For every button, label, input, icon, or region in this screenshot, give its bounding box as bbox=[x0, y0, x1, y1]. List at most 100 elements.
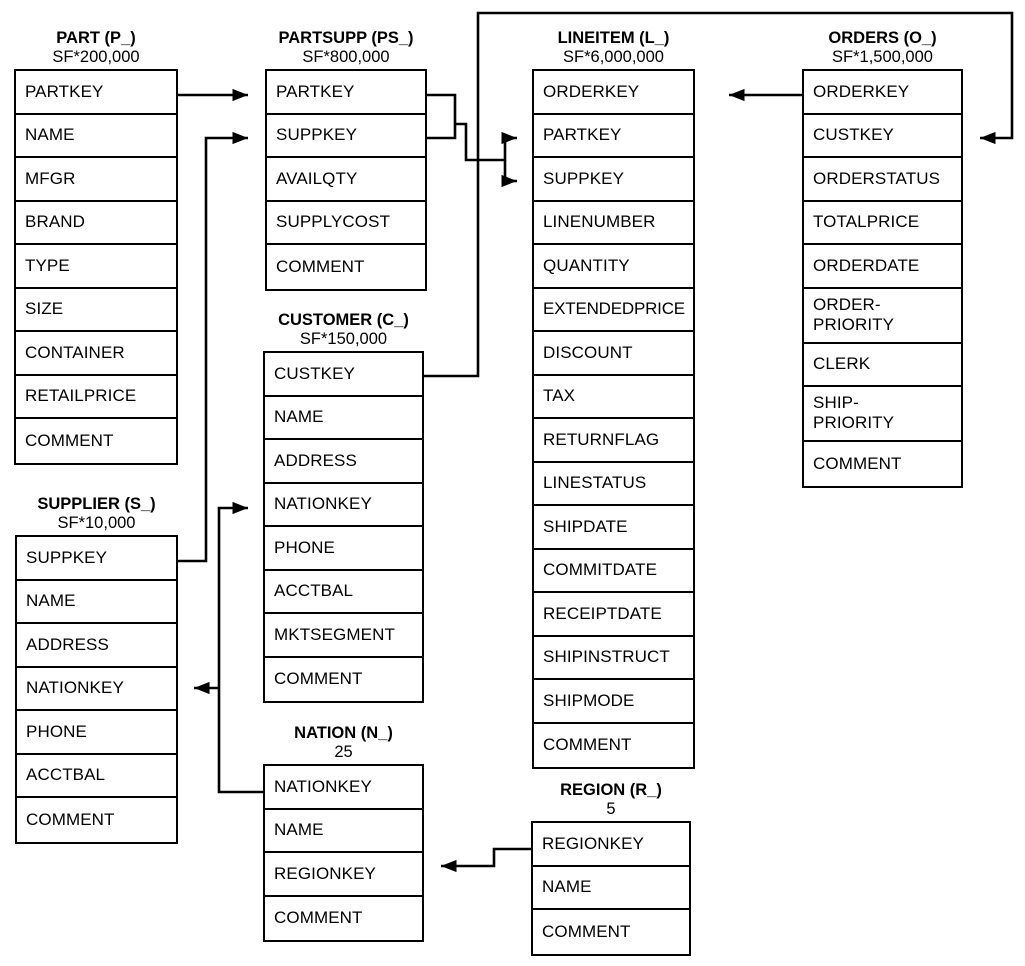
entity-nation-box: NATIONKEY NAME REGIONKEY COMMENT bbox=[263, 764, 424, 942]
wire-partsupp-trunk bbox=[455, 122, 517, 162]
field-orders-shippriority-line1: SHIP- bbox=[813, 393, 859, 412]
wire-partsupp-to-lineitem-suppkey bbox=[501, 160, 517, 188]
field-lineitem-suppkey[interactable]: SUPPKEY bbox=[534, 158, 693, 202]
field-supplier-comment[interactable]: COMMENT bbox=[17, 798, 176, 842]
entity-region-cardinality: 5 bbox=[606, 800, 616, 818]
field-customer-phone[interactable]: PHONE bbox=[265, 527, 422, 571]
field-lineitem-extendedprice[interactable]: EXTENDEDPRICE bbox=[534, 288, 693, 332]
field-orders-totalprice[interactable]: TOTALPRICE bbox=[804, 201, 961, 245]
wire-partsupp-partkey-stub bbox=[427, 93, 457, 124]
field-part-comment[interactable]: COMMENT bbox=[16, 419, 176, 463]
field-lineitem-discount[interactable]: DISCOUNT bbox=[534, 332, 693, 376]
field-part-type[interactable]: TYPE bbox=[16, 245, 176, 289]
field-lineitem-tax[interactable]: TAX bbox=[534, 375, 693, 419]
field-orders-orderpriority-line1: ORDER- bbox=[813, 294, 881, 314]
entity-nation: NATION (N_) 25 NATIONKEY NAME REGIONKEY … bbox=[263, 723, 424, 942]
field-lineitem-quantity[interactable]: QUANTITY bbox=[534, 245, 693, 289]
entity-customer-cardinality: SF*150,000 bbox=[299, 330, 388, 348]
field-customer-nationkey[interactable]: NATIONKEY bbox=[265, 483, 422, 527]
entity-orders: ORDERS (O_) SF*1,500,000 ORDERKEY CUSTKE… bbox=[802, 28, 963, 488]
field-orders-orderstatus[interactable]: ORDERSTATUS bbox=[804, 158, 961, 202]
field-lineitem-linestatus[interactable]: LINESTATUS bbox=[534, 462, 693, 506]
field-partsupp-suppkey[interactable]: SUPPKEY bbox=[267, 114, 425, 158]
field-lineitem-shipdate[interactable]: SHIPDATE bbox=[534, 506, 693, 550]
field-customer-comment[interactable]: COMMENT bbox=[265, 657, 422, 701]
field-orders-shippriority[interactable]: SHIP- PRIORITY bbox=[804, 387, 961, 442]
field-supplier-address[interactable]: ADDRESS bbox=[17, 624, 176, 668]
field-lineitem-shipmode[interactable]: SHIPMODE bbox=[534, 680, 693, 724]
field-customer-mktsegment[interactable]: MKTSEGMENT bbox=[265, 614, 422, 658]
field-lineitem-comment[interactable]: COMMENT bbox=[534, 723, 693, 767]
entity-part: PART (P_) SF*200,000 PARTKEY NAME MFGR B… bbox=[14, 28, 178, 465]
field-lineitem-shipinstruct[interactable]: SHIPINSTRUCT bbox=[534, 636, 693, 680]
entity-lineitem-box: ORDERKEY PARTKEY SUPPKEY LINENUMBER QUAN… bbox=[532, 69, 695, 769]
field-customer-address[interactable]: ADDRESS bbox=[265, 440, 422, 484]
entity-lineitem-cardinality: SF*6,000,000 bbox=[563, 48, 664, 66]
entity-region-box: REGIONKEY NAME COMMENT bbox=[531, 821, 691, 956]
field-lineitem-partkey[interactable]: PARTKEY bbox=[534, 114, 693, 158]
entity-customer: CUSTOMER (C_) SF*150,000 CUSTKEY NAME AD… bbox=[263, 310, 424, 703]
field-part-partkey[interactable]: PARTKEY bbox=[16, 71, 176, 115]
field-lineitem-commitdate[interactable]: COMMITDATE bbox=[534, 549, 693, 593]
field-nation-nationkey[interactable]: NATIONKEY bbox=[265, 766, 422, 810]
field-orders-orderpriority-line2: PRIORITY bbox=[813, 314, 895, 334]
field-orders-clerk[interactable]: CLERK bbox=[804, 343, 961, 387]
field-orders-shippriority-line2: PRIORITY bbox=[813, 413, 895, 432]
field-lineitem-returnflag[interactable]: RETURNFLAG bbox=[534, 419, 693, 463]
field-nation-regionkey[interactable]: REGIONKEY bbox=[265, 853, 422, 897]
entity-orders-cardinality: SF*1,500,000 bbox=[832, 48, 933, 66]
entity-part-cardinality: SF*200,000 bbox=[52, 48, 140, 66]
field-orders-orderpriority[interactable]: ORDER- PRIORITY bbox=[804, 288, 961, 344]
wire-region-to-nation bbox=[441, 847, 531, 873]
field-nation-name[interactable]: NAME bbox=[265, 809, 422, 853]
field-part-retailprice[interactable]: RETAILPRICE bbox=[16, 375, 176, 419]
field-orders-orderkey[interactable]: ORDERKEY bbox=[804, 71, 961, 115]
entity-supplier-box: SUPPKEY NAME ADDRESS NATIONKEY PHONE ACC… bbox=[15, 535, 178, 844]
field-partsupp-comment[interactable]: COMMENT bbox=[267, 245, 425, 289]
entity-partsupp: PARTSUPP (PS_) SF*800,000 PARTKEY SUPPKE… bbox=[265, 28, 427, 291]
entity-partsupp-cardinality: SF*800,000 bbox=[302, 48, 390, 66]
field-nation-comment[interactable]: COMMENT bbox=[265, 896, 422, 940]
field-supplier-acctbal[interactable]: ACCTBAL bbox=[17, 754, 176, 798]
field-part-brand[interactable]: BRAND bbox=[16, 201, 176, 245]
wire-supplier-to-partsupp bbox=[178, 131, 248, 563]
entity-part-title: PART (P_) bbox=[56, 29, 136, 47]
entity-lineitem-title: LINEITEM (L_) bbox=[557, 29, 670, 47]
entity-supplier-cardinality: SF*10,000 bbox=[57, 514, 136, 532]
entity-orders-title: ORDERS (O_) bbox=[828, 29, 937, 47]
field-orders-comment[interactable]: COMMENT bbox=[804, 442, 961, 486]
field-supplier-name[interactable]: NAME bbox=[17, 580, 176, 624]
field-customer-name[interactable]: NAME bbox=[265, 396, 422, 440]
entity-partsupp-title: PARTSUPP (PS_) bbox=[278, 29, 414, 47]
field-part-name[interactable]: NAME bbox=[16, 114, 176, 158]
field-lineitem-linenumber[interactable]: LINENUMBER bbox=[534, 201, 693, 245]
field-partsupp-supplycost[interactable]: SUPPLYCOST bbox=[267, 201, 425, 245]
field-lineitem-orderkey[interactable]: ORDERKEY bbox=[534, 71, 693, 115]
field-partsupp-availqty[interactable]: AVAILQTY bbox=[267, 158, 425, 202]
field-part-mfgr[interactable]: MFGR bbox=[16, 158, 176, 202]
field-customer-custkey[interactable]: CUSTKEY bbox=[265, 353, 422, 397]
field-part-size[interactable]: SIZE bbox=[16, 288, 176, 332]
entity-part-box: PARTKEY NAME MFGR BRAND TYPE SIZE CONTAI… bbox=[14, 69, 178, 465]
field-orders-orderdate[interactable]: ORDERDATE bbox=[804, 245, 961, 289]
field-region-regionkey[interactable]: REGIONKEY bbox=[533, 823, 689, 867]
field-region-comment[interactable]: COMMENT bbox=[533, 910, 689, 954]
field-supplier-phone[interactable]: PHONE bbox=[17, 711, 176, 755]
field-lineitem-receiptdate[interactable]: RECEIPTDATE bbox=[534, 593, 693, 637]
entity-supplier-title: SUPPLIER (S_) bbox=[37, 495, 156, 513]
entity-customer-box: CUSTKEY NAME ADDRESS NATIONKEY PHONE ACC… bbox=[263, 351, 424, 703]
field-supplier-suppkey[interactable]: SUPPKEY bbox=[17, 537, 176, 581]
field-partsupp-partkey[interactable]: PARTKEY bbox=[267, 71, 425, 115]
field-orders-custkey[interactable]: CUSTKEY bbox=[804, 114, 961, 158]
field-region-name[interactable]: NAME bbox=[533, 866, 689, 910]
entity-supplier: SUPPLIER (S_) SF*10,000 SUPPKEY NAME ADD… bbox=[15, 494, 178, 844]
entity-region-title: REGION (R_) bbox=[560, 781, 662, 799]
entity-partsupp-box: PARTKEY SUPPKEY AVAILQTY SUPPLYCOST COMM… bbox=[265, 69, 427, 291]
field-part-container[interactable]: CONTAINER bbox=[16, 332, 176, 376]
field-supplier-nationkey[interactable]: NATIONKEY bbox=[17, 667, 176, 711]
entity-nation-cardinality: 25 bbox=[334, 743, 353, 761]
wire-nation-trunk bbox=[217, 501, 263, 794]
entity-region: REGION (R_) 5 REGIONKEY NAME COMMENT bbox=[531, 780, 691, 956]
field-customer-acctbal[interactable]: ACCTBAL bbox=[265, 570, 422, 614]
